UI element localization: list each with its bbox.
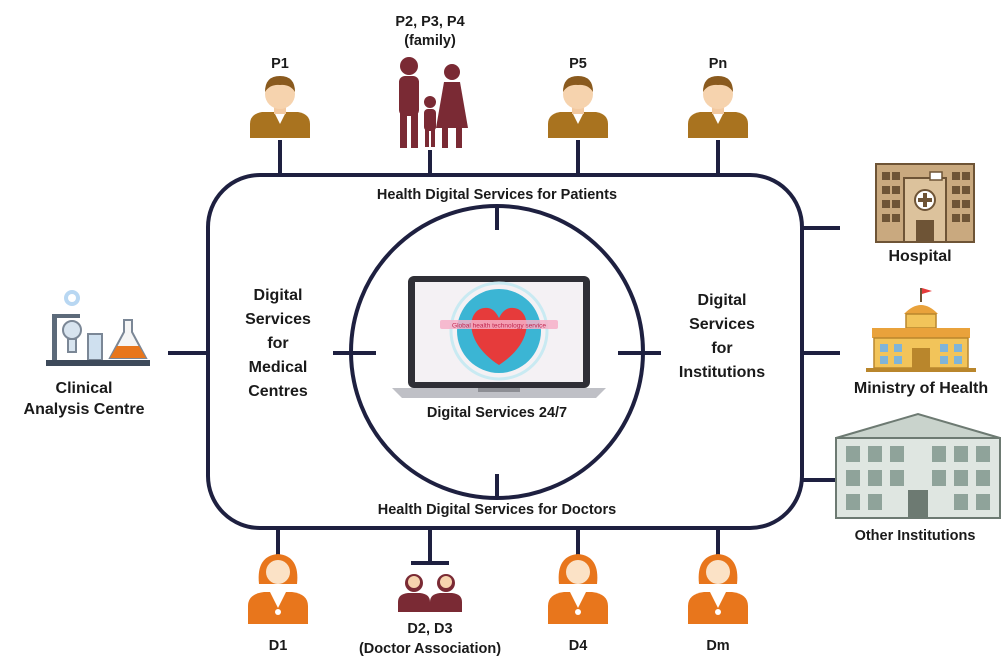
hospital: Hospital [875, 163, 975, 265]
laptop-heart-icon: Global health technology service [392, 276, 606, 398]
clinical-label-line1: Clinical [56, 380, 113, 397]
female-doctor-icon [548, 554, 608, 624]
left-label-line: Services [245, 311, 311, 328]
doctor-label: Dm [706, 638, 729, 654]
family-label-line2: (family) [404, 33, 456, 49]
patient-pn: Pn [688, 56, 748, 138]
doctor-label: D1 [269, 638, 288, 654]
patient-p1: P1 [250, 56, 310, 138]
top-frame-label: Health Digital Services for Patients [377, 187, 617, 203]
female-doctor-icon [248, 554, 308, 624]
patient-label: P5 [569, 56, 587, 72]
doctor-dm: Dm [688, 554, 748, 654]
left-label-line: for [267, 335, 288, 352]
clinical-analysis-centre: Clinical Analysis Centre [24, 290, 150, 418]
ministry-building-icon [866, 288, 976, 372]
right-label-line: Institutions [679, 364, 765, 381]
center-circle [333, 204, 661, 500]
doctor-label: D4 [569, 638, 588, 654]
man-avatar-icon [250, 76, 310, 138]
doctor-d4: D4 [548, 554, 608, 654]
services-frame [206, 173, 804, 530]
left-label-line: Digital [254, 287, 303, 304]
right-label-line: for [711, 340, 732, 357]
association-label-line2: (Doctor Association) [359, 641, 501, 657]
laboratory-icon [46, 290, 150, 366]
family-label-line1: P2, P3, P4 [395, 14, 464, 30]
left-label-line: Centres [248, 383, 308, 400]
doctor-association-icon [398, 574, 462, 612]
patient-family: P2, P3, P4 (family) [395, 14, 468, 148]
man-avatar-icon [688, 76, 748, 138]
female-doctor-icon [688, 554, 748, 624]
doctor-association: D2, D3 (Doctor Association) [359, 574, 501, 657]
other-institutions: Other Institutions [835, 412, 1001, 544]
clinical-label-line2: Analysis Centre [24, 401, 145, 418]
bottom-frame-label: Health Digital Services for Doctors [378, 502, 617, 518]
right-services-label: Digital Services for Institutions [679, 292, 765, 381]
screen-banner: Global health technology service [452, 323, 546, 330]
hospital-label: Hospital [888, 248, 951, 265]
patient-label: Pn [709, 56, 728, 72]
family-icon [399, 57, 468, 148]
institution-building-icon [835, 412, 1001, 519]
connector-lines [168, 140, 840, 565]
patient-p5: P5 [548, 56, 608, 138]
association-label-line1: D2, D3 [407, 621, 452, 637]
right-label-line: Digital [698, 292, 747, 309]
ministry-label: Ministry of Health [854, 380, 988, 397]
center-label: Digital Services 24/7 [427, 405, 567, 421]
ministry-of-health: Ministry of Health [854, 288, 988, 397]
institutions-label: Other Institutions [855, 528, 976, 544]
doctor-d1: D1 [248, 554, 308, 654]
left-services-label: Digital Services for Medical Centres [245, 287, 311, 400]
man-avatar-icon [548, 76, 608, 138]
hospital-building-icon [875, 163, 975, 243]
left-label-line: Medical [249, 359, 308, 376]
patient-label: P1 [271, 56, 289, 72]
right-label-line: Services [689, 316, 755, 333]
